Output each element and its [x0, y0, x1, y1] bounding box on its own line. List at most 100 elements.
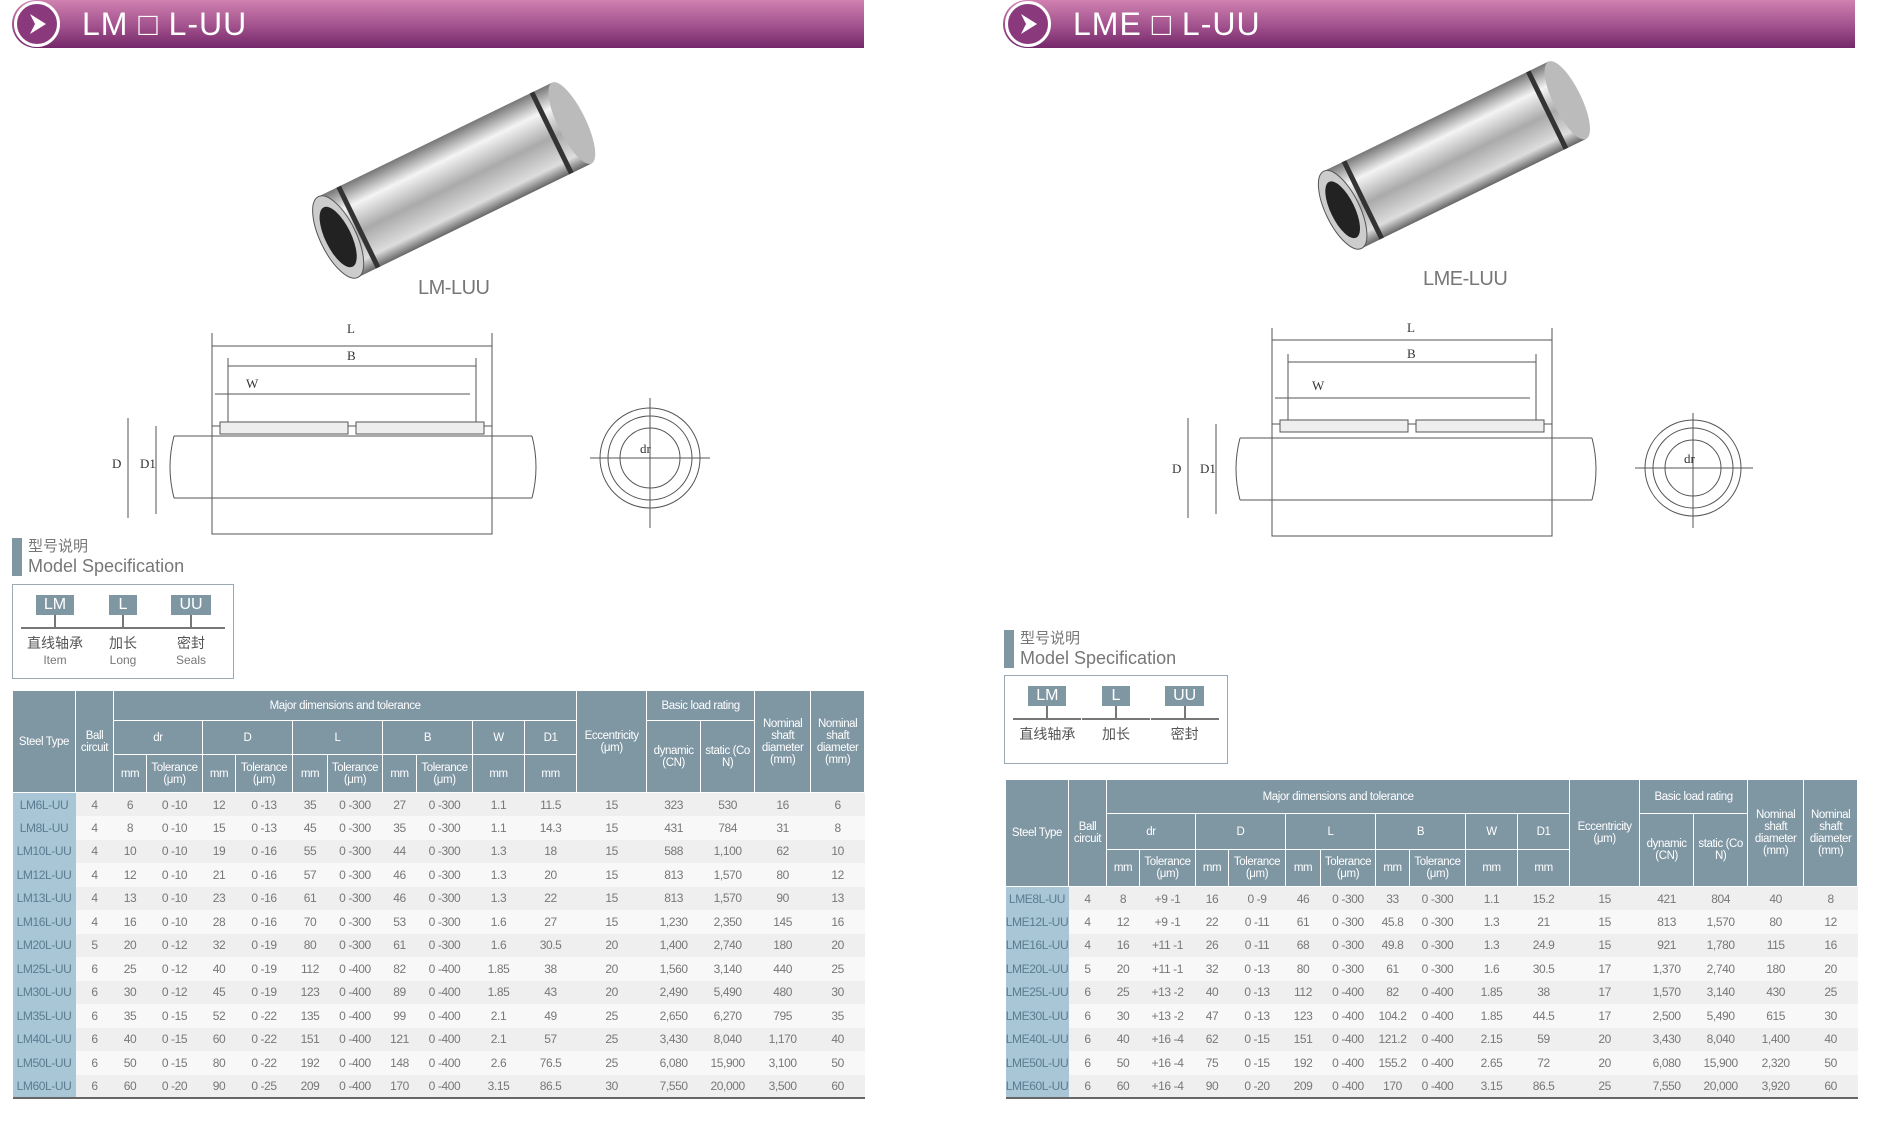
cell-b-mm: 104.2 [1375, 1004, 1410, 1028]
cell-b-tolerance: 0 -400 [1409, 1027, 1466, 1051]
cell-dr-tolerance: 0 -10 [146, 816, 203, 840]
cell-nominal-shaft-diameter-b: 60 [1803, 1074, 1858, 1099]
cell-eccentricity: 15 [1569, 886, 1640, 910]
cell-d-tolerance: 0 -13 [235, 816, 293, 840]
technical-drawing-lme-luu: L B W D D1 dr [1172, 320, 1753, 537]
cell-nominal-shaft-diameter-a: 80 [1747, 910, 1804, 934]
cell-d-tolerance: 0 -11 [1228, 933, 1286, 957]
cell-dynamic-load: 431 [646, 816, 701, 840]
cell-nominal-shaft-diameter-a: 2,320 [1747, 1051, 1804, 1075]
cell-nominal-shaft-diameter-b: 16 [810, 910, 865, 934]
cell-d-mm: 60 [202, 1027, 236, 1051]
cell-static-load: 5,490 [1693, 1004, 1748, 1028]
header-tolerance: Tolerance (μm) [235, 754, 293, 793]
cell-ball-circuit: 6 [1068, 980, 1107, 1004]
cell-dynamic-load: 1,230 [646, 910, 701, 934]
cell-l-tolerance: 0 -300 [1320, 957, 1376, 981]
cell-nominal-shaft-diameter-a: 16 [754, 792, 811, 816]
header-D: D [202, 720, 293, 755]
cell-dr-tolerance: +13 -2 [1139, 980, 1196, 1004]
cell-dr-mm: 60 [1106, 1074, 1140, 1099]
cell-dr-tolerance: 0 -15 [146, 1004, 203, 1028]
cell-l-mm: 57 [292, 863, 328, 887]
cell-dynamic-load: 7,550 [646, 1074, 701, 1099]
cell-b-tolerance: 0 -400 [1409, 1074, 1466, 1099]
cell-dr-mm: 8 [113, 816, 147, 840]
cell-nominal-shaft-diameter-b: 40 [1803, 1027, 1858, 1051]
cell-b-mm: 170 [382, 1074, 417, 1099]
cell-l-tolerance: 0 -300 [327, 886, 383, 910]
cell-ball-circuit: 6 [75, 1027, 114, 1051]
cell-ball-circuit: 6 [75, 957, 114, 981]
spec-code: LM [35, 595, 75, 615]
product-label: LME-LUU [1423, 268, 1508, 290]
cell-steel-type: LM8L-UU [12, 816, 76, 840]
spec-code: UU [171, 595, 211, 615]
cell-l-tolerance: 0 -300 [327, 816, 383, 840]
cell-eccentricity: 17 [1569, 1004, 1640, 1028]
cell-l-tolerance: 0 -300 [327, 839, 383, 863]
header-tolerance: Tolerance (μm) [1139, 849, 1196, 887]
cell-eccentricity: 20 [576, 933, 647, 957]
cell-d-tolerance: 0 -19 [235, 957, 293, 981]
cell-static-load: 2,350 [700, 910, 755, 934]
cell-d-tolerance: 0 -16 [235, 863, 293, 887]
cell-d-tolerance: 0 -22 [235, 1051, 293, 1075]
cell-nominal-shaft-diameter-a: 615 [1747, 1004, 1804, 1028]
cell-b-mm: 121 [382, 1027, 417, 1051]
cell-dynamic-load: 2,650 [646, 1004, 701, 1028]
cell-d-mm: 32 [1195, 957, 1229, 981]
cell-d1-mm: 11.5 [524, 792, 577, 816]
header-dynamic: dynamic (CN) [646, 720, 702, 793]
cell-dr-tolerance: +11 -1 [1139, 933, 1196, 957]
cell-eccentricity: 20 [576, 957, 647, 981]
cell-dr-tolerance: 0 -12 [146, 933, 203, 957]
header-mm: mm [1516, 849, 1571, 887]
cell-eccentricity: 15 [576, 910, 647, 934]
cell-nominal-shaft-diameter-b: 20 [1803, 957, 1858, 981]
cell-dr-mm: 10 [113, 839, 147, 863]
cell-d1-mm: 38 [1517, 980, 1570, 1004]
cell-d-mm: 32 [202, 933, 236, 957]
cell-dr-tolerance: +16 -4 [1139, 1027, 1196, 1051]
cell-steel-type: LM25L-UU [12, 957, 76, 981]
cell-ball-circuit: 6 [75, 1004, 114, 1028]
cell-nominal-shaft-diameter-a: 440 [754, 957, 811, 981]
cell-d1-mm: 15.2 [1517, 886, 1570, 910]
cell-b-tolerance: 0 -400 [416, 1074, 473, 1099]
cell-b-mm: 53 [382, 910, 417, 934]
cell-b-mm: 61 [382, 933, 417, 957]
spec-code: UU [1165, 686, 1205, 706]
cell-d1-mm: 20 [524, 863, 577, 887]
cell-static-load: 1,570 [700, 863, 755, 887]
cell-d-mm: 45 [202, 980, 236, 1004]
cell-eccentricity: 25 [576, 1051, 647, 1075]
cell-b-tolerance: 0 -300 [1409, 957, 1466, 981]
cell-nominal-shaft-diameter-b: 50 [810, 1051, 865, 1075]
cell-d-tolerance: 0 -16 [235, 839, 293, 863]
cell-steel-type: LME40L-UU [1005, 1027, 1069, 1051]
dim-label-B: B [1407, 346, 1416, 361]
cell-b-tolerance: 0 -300 [416, 886, 473, 910]
cell-nominal-shaft-diameter-b: 12 [1803, 910, 1858, 934]
header-tolerance: Tolerance (μm) [1228, 849, 1286, 887]
cell-b-mm: 170 [1375, 1074, 1410, 1099]
header-D1: D1 [1516, 813, 1571, 850]
product-image-lm-luu [312, 82, 596, 279]
header-eccentricity: Eccentricity (μm) [1569, 779, 1641, 887]
cell-ball-circuit: 6 [75, 1074, 114, 1099]
cell-d-tolerance: 0 -20 [1228, 1074, 1286, 1099]
header-mm: mm [523, 754, 578, 793]
cell-dr-mm: 16 [1106, 933, 1140, 957]
cell-b-tolerance: 0 -400 [1409, 980, 1466, 1004]
